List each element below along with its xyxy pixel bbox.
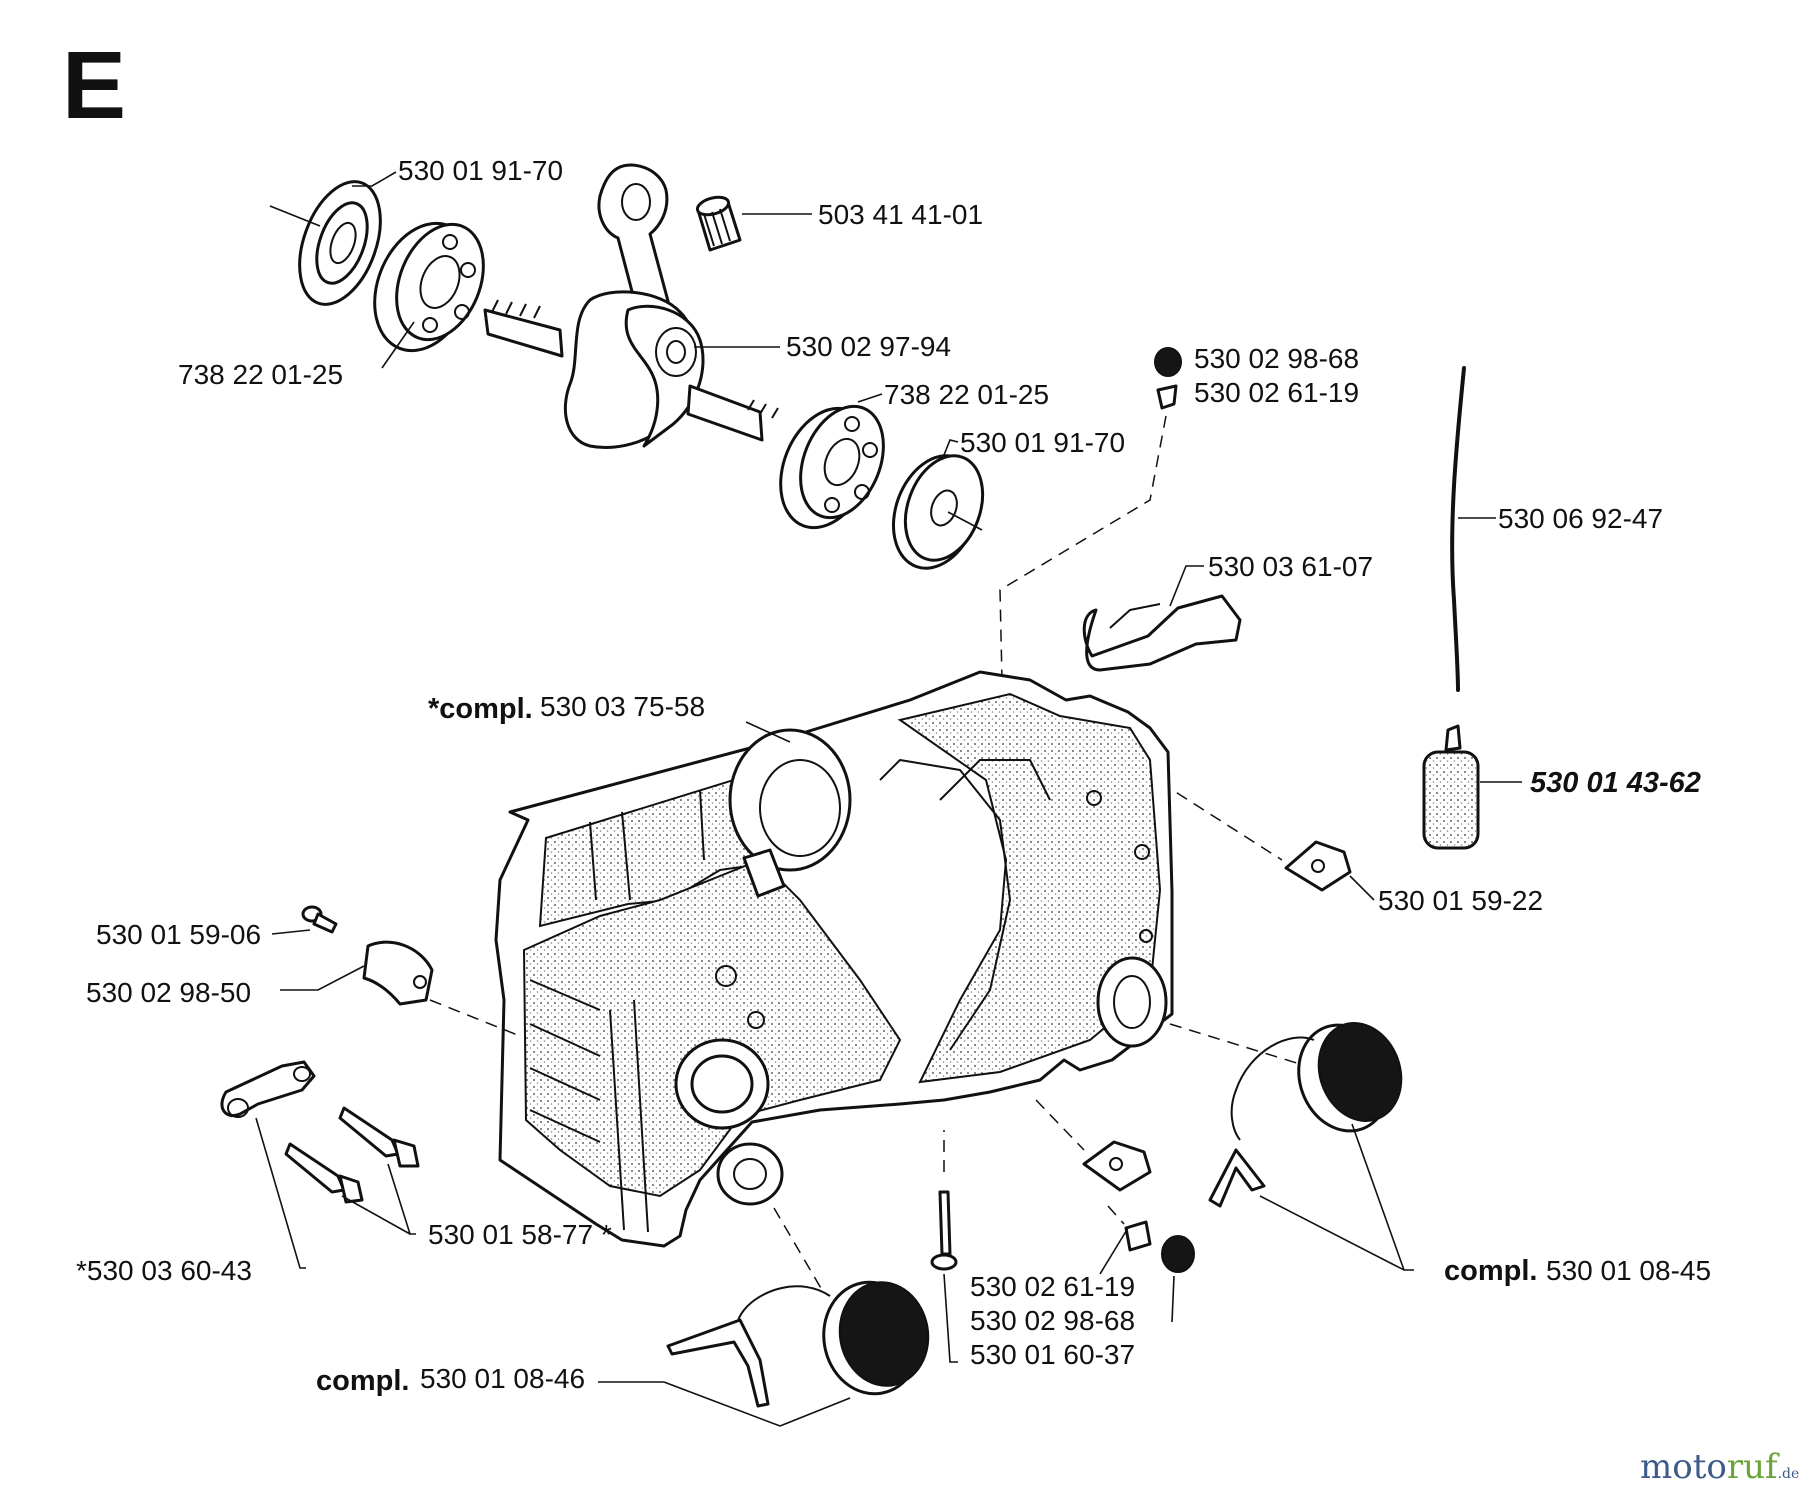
leader-bolts-b	[341, 1195, 411, 1235]
dashed-nipple-to-case	[999, 415, 1167, 681]
screw-bottom-drawing	[930, 1190, 958, 1271]
label-cap-left: 530 01 08-46	[420, 1363, 585, 1394]
leader-cap-left-a	[663, 1381, 781, 1427]
label-screw-bottom: 530 01 60-37	[970, 1339, 1135, 1370]
leader-screw-bottom	[943, 1273, 958, 1363]
screw-left-drawing	[301, 905, 338, 934]
bearing-right-drawing	[779, 404, 885, 530]
cap-left-drawing	[666, 1280, 930, 1408]
watermark-part2: ruf	[1727, 1447, 1780, 1487]
label-crankcase-prefix: *compl.	[428, 693, 533, 725]
leader-cover-left	[280, 965, 365, 991]
label-plate: *530 03 60-43	[76, 1255, 252, 1286]
dashed-clip-right	[1159, 781, 1283, 861]
clip-right-drawing	[1284, 840, 1352, 892]
label-nipple-top: 530 02 61-19	[1194, 377, 1359, 408]
leader-seal-right	[941, 439, 959, 461]
leader-filter-bottom	[1171, 1275, 1175, 1323]
clip-center-drawing	[1082, 1140, 1152, 1192]
label-crankshaft: 530 02 97-94	[786, 331, 951, 362]
leader-bearing-left	[381, 321, 415, 369]
label-bearing-right: 738 22 01-25	[884, 379, 1049, 410]
seal-left-drawing	[298, 180, 382, 306]
label-bolts: 530 01 58-77 *	[428, 1219, 612, 1250]
svg-text:motoruf.de: motoruf.de	[1640, 1447, 1799, 1487]
label-filter-top: 530 02 98-68	[1194, 343, 1359, 374]
nipple-top-drawing	[1156, 384, 1178, 410]
label-cap-left-prefix: compl.	[316, 1365, 409, 1397]
dashed-cap-left	[773, 1207, 823, 1291]
crankshaft-drawing	[483, 163, 779, 449]
crankcase-drawing	[494, 670, 1174, 1248]
nipple-bottom-drawing	[1124, 1220, 1152, 1252]
label-cap-right: 530 01 08-45	[1546, 1255, 1711, 1286]
crankshaft-assembly	[298, 163, 985, 570]
dashed-clip-center	[1035, 1099, 1085, 1151]
label-screw-left: 530 01 59-06	[96, 919, 261, 950]
watermark-part1: moto	[1640, 1447, 1727, 1487]
section-letter: E	[62, 32, 126, 139]
leader-bearing-right	[857, 393, 883, 403]
fuel-hose-drawing	[1450, 366, 1466, 692]
cover-left-drawing	[362, 940, 434, 1006]
leader-cap-left-b	[779, 1397, 851, 1427]
leader-crankcase	[745, 721, 791, 743]
leader-bracket	[1169, 565, 1204, 607]
watermark-logo: motoruf.de	[1640, 1447, 1799, 1487]
label-bracket: 530 03 61-07	[1208, 551, 1373, 582]
label-fuel-hose: 530 06 92-47	[1498, 503, 1663, 534]
label-needle-bearing: 503 41 41-01	[818, 199, 983, 230]
filter-top-drawing	[1154, 347, 1182, 377]
leader-seal-top	[352, 171, 397, 187]
label-bearing-left: 738 22 01-25	[178, 359, 343, 390]
bolts-drawing	[284, 1106, 420, 1204]
leader-plate	[255, 1117, 306, 1269]
label-cap-right-prefix: compl.	[1444, 1255, 1537, 1287]
dashed-cover-to-case	[429, 999, 521, 1037]
crank-axis-right	[947, 511, 983, 531]
dashed-cap-right	[1169, 1023, 1301, 1065]
fuel-filter-drawing	[1422, 724, 1480, 850]
plate-drawing	[220, 1060, 316, 1118]
filter-bottom-drawing	[1161, 1235, 1195, 1273]
label-seal-top: 530 01 91-70	[398, 155, 563, 186]
leader-clip-right	[1349, 875, 1375, 901]
cap-right-drawing	[1208, 1022, 1403, 1208]
dashed-nipple-bottom	[1107, 1205, 1125, 1225]
leader-cap-right-b	[1351, 1123, 1405, 1271]
label-cover-left: 530 02 98-50	[86, 977, 251, 1008]
crank-axis-left	[269, 205, 321, 227]
label-seal-right: 530 01 91-70	[960, 427, 1125, 458]
watermark-part3: .de	[1778, 1466, 1800, 1482]
leader-screw-left	[271, 929, 311, 935]
label-filter-bottom: 530 02 98-68	[970, 1305, 1135, 1336]
bearing-left-drawing	[373, 221, 485, 353]
label-crankcase: 530 03 75-58	[540, 691, 705, 722]
needle-bearing-drawing	[695, 195, 742, 252]
bracket-drawing	[1082, 594, 1242, 672]
seal-right-drawing	[891, 454, 985, 570]
leader-nipple-bottom	[1099, 1227, 1129, 1275]
label-fuel-filter: 530 01 43-62	[1530, 767, 1701, 799]
label-clip-right: 530 01 59-22	[1378, 885, 1543, 916]
label-nipple-bottom: 530 02 61-19	[970, 1271, 1135, 1302]
